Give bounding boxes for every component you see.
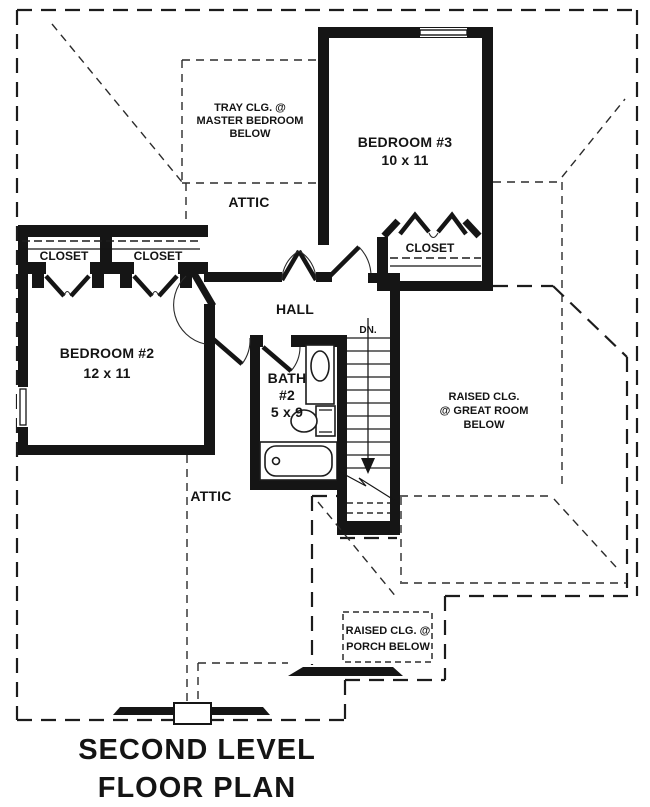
- attic-lower-label: ATTIC: [190, 488, 231, 504]
- bedroom2-closet-right-label: CLOSET: [134, 249, 183, 263]
- hall-closet-door: [210, 336, 251, 366]
- bath-size-label: 5 x 9: [271, 404, 303, 420]
- bedroom3-closet-label: CLOSET: [406, 241, 455, 255]
- bedroom2-label: BEDROOM #2: [60, 345, 155, 361]
- stairs-dn-label: DN.: [359, 325, 376, 336]
- great-room-ceiling-outline: [400, 284, 629, 588]
- bedroom2-closet-bifold-doors: [44, 274, 179, 298]
- bath-tub: [259, 441, 338, 481]
- porch-label2: PORCH BELOW: [346, 641, 430, 653]
- stairs: [337, 273, 400, 535]
- bedroom2-size-label: 12 x 11: [83, 365, 130, 381]
- stair-break-line: [339, 471, 395, 501]
- bath-label2: #2: [279, 387, 295, 403]
- bedroom2-door: [173, 268, 217, 345]
- porch-label: RAISED CLG. @: [346, 625, 431, 637]
- tray-ceiling-label: TRAY CLG. @: [214, 102, 286, 114]
- bedroom3-door: [328, 245, 372, 278]
- great-room-label2: @ GREAT ROOM: [440, 405, 529, 417]
- bedroom-2: [17, 225, 217, 455]
- porch-ceiling-outline: [342, 611, 433, 663]
- porch-column-base: [113, 702, 270, 725]
- roof-hip-lines: [493, 98, 626, 490]
- hall-double-doors: [280, 249, 318, 282]
- hall-label: HALL: [276, 301, 314, 317]
- porch-connection-lines: [310, 494, 398, 665]
- tray-ceiling-label: MASTER BEDROOM: [197, 115, 304, 127]
- tray-ceiling-outline: [51, 23, 318, 225]
- plan-title: SECOND LEVEL FLOOR PLAN: [78, 734, 316, 804]
- bath-vanity-sink: [305, 344, 335, 405]
- tray-ceiling-label: BELOW: [230, 128, 272, 140]
- title-line-2: FLOOR PLAN: [98, 772, 297, 804]
- bedroom2-closet-left-label: CLOSET: [40, 249, 89, 263]
- bedroom3-closet-bifold-doors: [381, 211, 482, 239]
- bedroom3-label: BEDROOM #3: [358, 134, 453, 150]
- attic-lower-lines: [186, 455, 288, 708]
- stair-down-arrow: [361, 318, 375, 474]
- great-room-label: RAISED CLG.: [449, 391, 520, 403]
- great-room-label3: BELOW: [464, 419, 506, 431]
- bedroom3-size-label: 10 x 11: [381, 152, 428, 168]
- roof-outline: [15, 8, 639, 722]
- bath-2: [210, 335, 347, 490]
- title-line-1: SECOND LEVEL: [78, 734, 316, 766]
- bath-toilet: [290, 405, 336, 437]
- bath-door: [261, 345, 301, 373]
- attic-upper-label: ATTIC: [228, 194, 269, 210]
- bath-label: BATH: [268, 370, 307, 386]
- hall: [204, 249, 332, 282]
- porch-wall: [288, 667, 403, 676]
- bedroom-3: [318, 27, 493, 291]
